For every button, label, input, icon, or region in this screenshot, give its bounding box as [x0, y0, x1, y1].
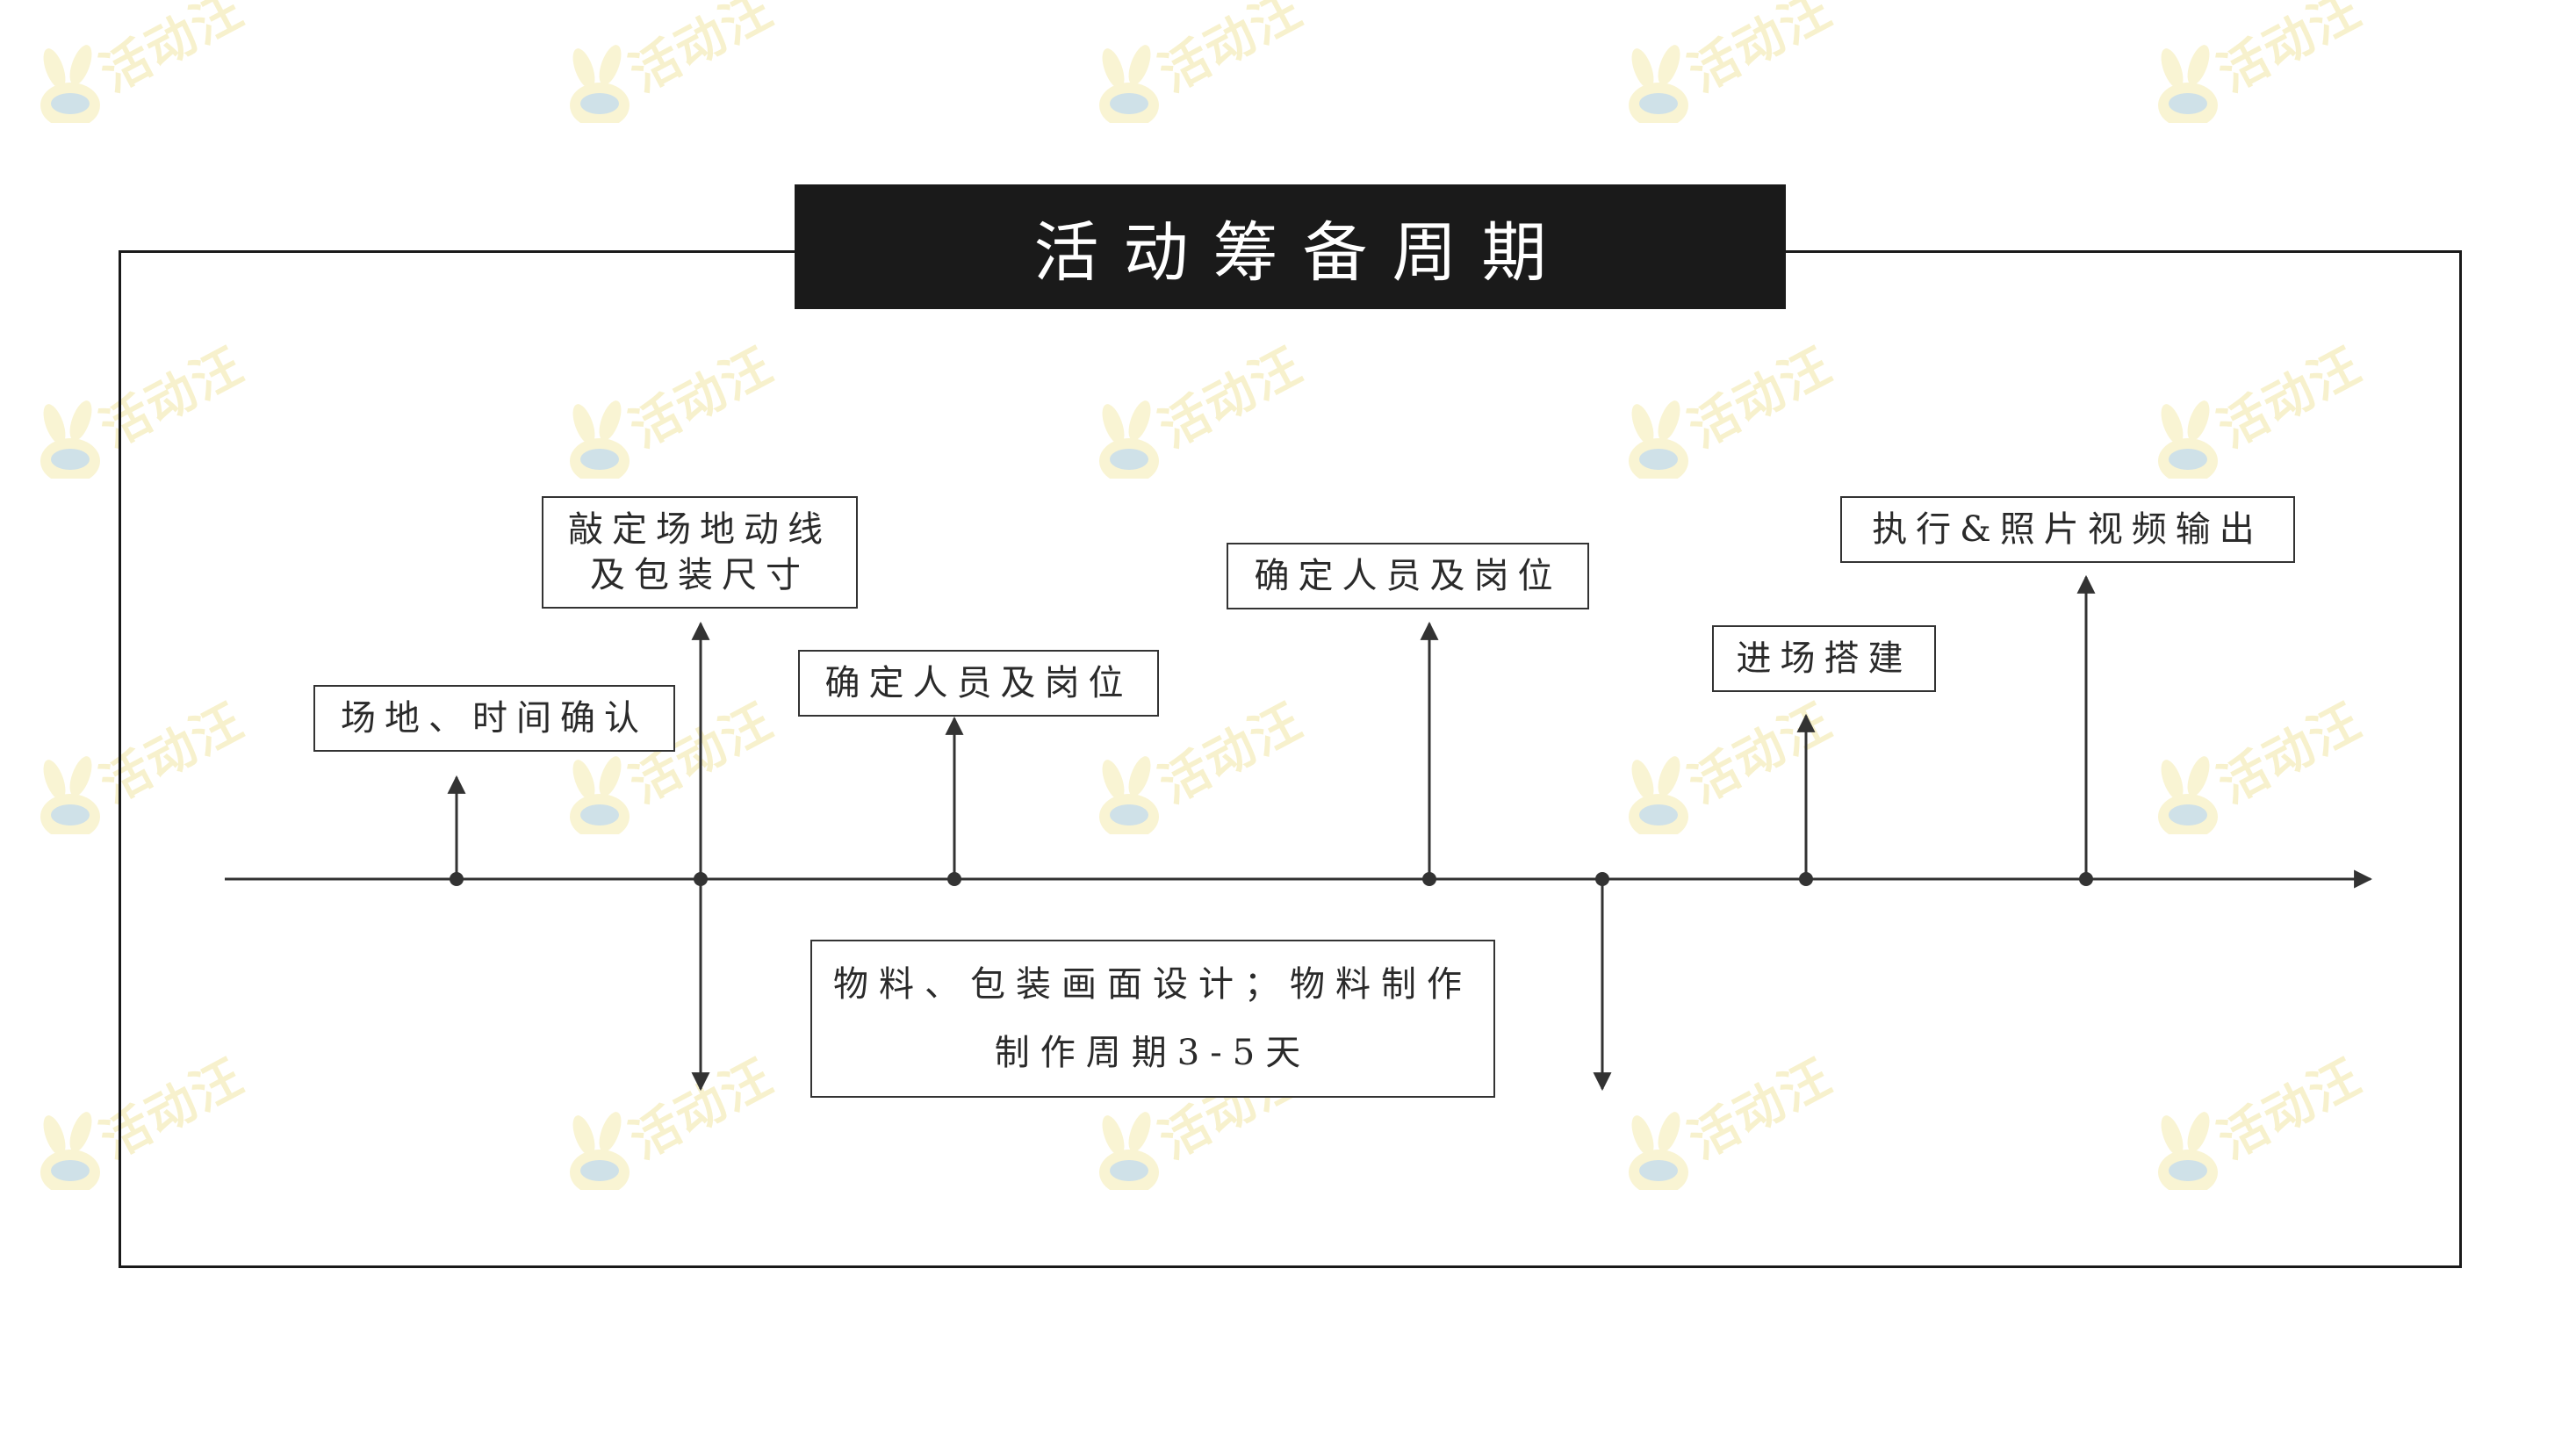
milestone-text: 进场搭建 — [1736, 638, 1912, 679]
milestone-staff-2: 确定人员及岗位 — [1227, 543, 1589, 609]
milestone-execution: 执行&照片视频输出 — [1840, 496, 2295, 563]
watermark: 活动汪 — [1078, 0, 1312, 123]
mascot-icon — [570, 1112, 630, 1190]
milestone-text: 及包装尺寸 — [590, 555, 809, 595]
watermark: 活动汪 — [2137, 0, 2371, 123]
mascot-icon — [1629, 45, 1688, 123]
watermark: 活动汪 — [549, 693, 782, 834]
watermark: 活动汪 — [19, 0, 253, 123]
timeline-node — [694, 872, 708, 886]
milestone-text: 场地、时间确认 — [341, 698, 648, 739]
timeline-node — [1422, 872, 1436, 886]
mascot-icon — [570, 400, 630, 479]
watermark: 活动汪 — [1078, 693, 1312, 834]
mascot-icon — [40, 400, 100, 479]
mascot-icon — [40, 1112, 100, 1190]
watermark: 活动汪 — [1608, 0, 1841, 123]
mascot-icon — [570, 45, 630, 123]
timeline-node — [2079, 872, 2093, 886]
milestone-text: 确定人员及岗位 — [824, 663, 1133, 703]
watermark: 活动汪 — [1078, 337, 1312, 479]
mascot-icon — [40, 756, 100, 834]
watermark: 活动汪 — [1608, 1049, 1841, 1190]
watermark: 活动汪 — [19, 693, 253, 834]
milestone-text: 执行&照片视频输出 — [1872, 509, 2263, 550]
mascot-icon — [1629, 1112, 1688, 1190]
mascot-icon — [1099, 400, 1159, 479]
timeline-node — [450, 872, 464, 886]
watermark: 活动汪 — [19, 337, 253, 479]
milestone-design: 物料、包装画面设计；物料制作 制作周期3-5天 — [810, 940, 1495, 1098]
milestone-staff-1: 确定人员及岗位 — [798, 650, 1159, 717]
watermark: 活动汪 — [1608, 693, 1841, 834]
mascot-icon — [1629, 400, 1688, 479]
watermark: 活动汪 — [549, 337, 782, 479]
watermark: 活动汪 — [19, 1049, 253, 1190]
watermark: 活动汪 — [549, 1049, 782, 1190]
milestone-text: 制作周期3-5天 — [994, 1033, 1312, 1073]
mascot-icon — [2158, 756, 2218, 834]
milestone-text: 物料、包装画面设计；物料制作 — [833, 964, 1472, 1005]
mascot-icon — [2158, 400, 2218, 479]
milestone-text: 敲定场地动线 — [568, 509, 831, 550]
watermark: 活动汪 — [1078, 1049, 1312, 1190]
watermark: 活动汪 — [1608, 337, 1841, 479]
mascot-icon — [1629, 756, 1688, 834]
watermark: 活动汪 — [549, 0, 782, 123]
title-bar: 活动筹备周期 — [795, 184, 1786, 309]
timeline-node — [1595, 872, 1609, 886]
watermark: 活动汪 — [2137, 1049, 2371, 1190]
timeline-node — [947, 872, 961, 886]
milestone-venue-route: 敲定场地动线 及包装尺寸 — [542, 496, 858, 609]
mascot-icon — [1099, 45, 1159, 123]
mascot-icon — [1099, 756, 1159, 834]
mascot-icon — [570, 756, 630, 834]
mascot-icon — [1099, 1112, 1159, 1190]
mascot-icon — [2158, 1112, 2218, 1190]
watermark: 活动汪 — [2137, 693, 2371, 834]
watermark: 活动汪 — [2137, 337, 2371, 479]
page-title: 活动筹备周期 — [1033, 214, 1572, 291]
milestone-text: 确定人员及岗位 — [1254, 556, 1562, 596]
milestone-setup: 进场搭建 — [1712, 625, 1936, 692]
mascot-icon — [40, 45, 100, 123]
mascot-icon — [2158, 45, 2218, 123]
milestone-venue-time: 场地、时间确认 — [313, 685, 675, 752]
timeline-node — [1799, 872, 1813, 886]
